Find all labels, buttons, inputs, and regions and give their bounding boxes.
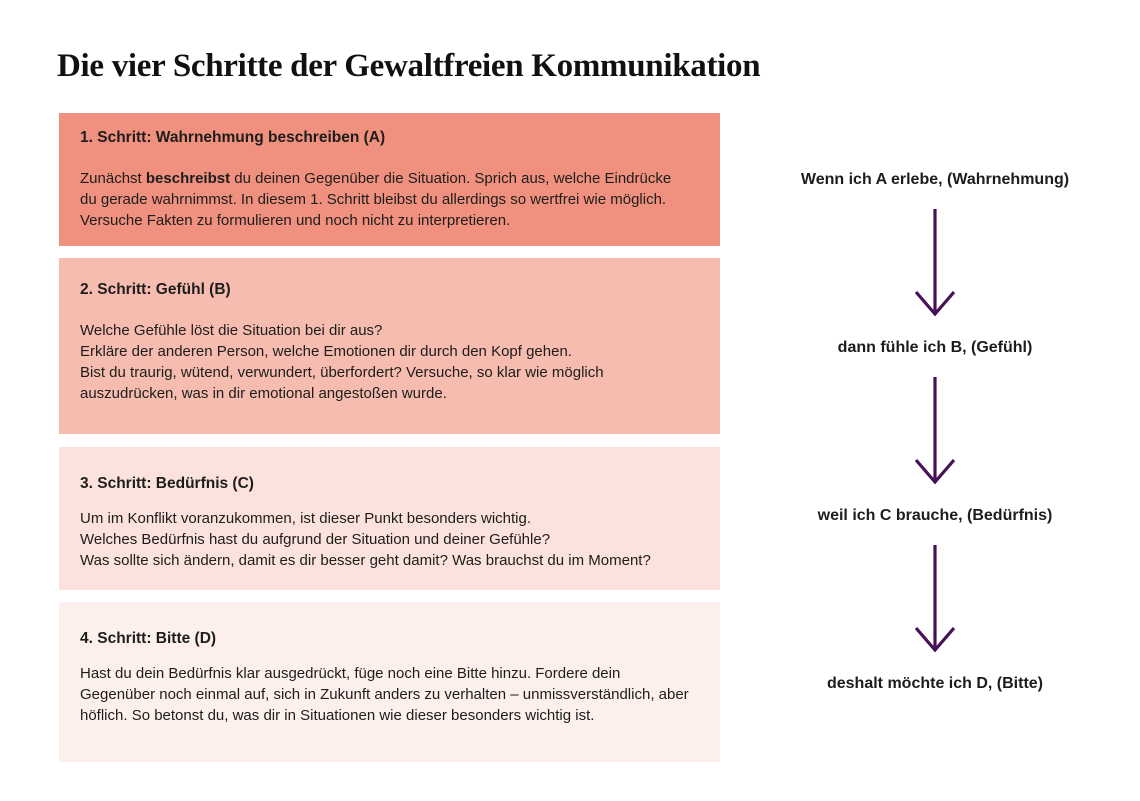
step-paragraph: Bist du traurig, wütend, verwundert, übe…	[80, 364, 604, 402]
step-heading: 4. Schritt: Bitte (D)	[80, 630, 217, 647]
step-paragraph: Welches Bedürfnis hast du aufgrund der S…	[80, 531, 551, 548]
step-box-2: 2. Schritt: Gefühl (B) Welche Gefühle lö…	[59, 258, 720, 434]
step-heading: 2. Schritt: Gefühl (B)	[80, 281, 231, 298]
step-paragraph: Was sollte sich ändern, damit es dir bes…	[80, 552, 651, 569]
step-box-1: 1. Schritt: Wahrnehmung beschreiben (A) …	[59, 113, 720, 246]
step-box-4: 4. Schritt: Bitte (D) Hast du dein Bedür…	[59, 602, 720, 762]
step-paragraph: Welche Gefühle löst die Situation bei di…	[80, 322, 383, 339]
step-paragraph: Zunächst beschreibst du deinen Gegenüber…	[80, 170, 672, 229]
down-arrow-icon	[914, 209, 956, 316]
step-paragraph: Um im Konflikt voranzukommen, ist dieser…	[80, 510, 532, 527]
down-arrow-icon	[914, 545, 956, 652]
step-heading: 1. Schritt: Wahrnehmung beschreiben (A)	[80, 129, 386, 146]
flow-label-2: dann fühle ich B, (Gefühl)	[837, 339, 1033, 356]
step-paragraph: Hast du dein Bedürfnis klar ausgedrückt,…	[80, 665, 689, 724]
step-body: Hast du dein Bedürfnis klar ausgedrückt,…	[80, 663, 690, 726]
flow-label-4: deshalt möchte ich D, (Bitte)	[826, 675, 1044, 692]
page-title: Die vier Schritte der Gewaltfreien Kommu…	[57, 48, 761, 84]
step-heading: 3. Schritt: Bedürfnis (C)	[80, 475, 254, 492]
flow-column: Wenn ich A erlebe, (Wahrnehmung) dann fü…	[775, 170, 1095, 694]
flow-label-1: Wenn ich A erlebe, (Wahrnehmung)	[800, 171, 1070, 188]
step-paragraph: Erkläre der anderen Person, welche Emoti…	[80, 343, 572, 360]
down-arrow-icon	[914, 377, 956, 484]
step-body: Um im Konflikt voranzukommen, ist dieser…	[80, 508, 690, 571]
steps-column: 1. Schritt: Wahrnehmung beschreiben (A) …	[59, 113, 720, 762]
step-body: Zunächst beschreibst du deinen Gegenüber…	[80, 168, 690, 231]
step-body: Welche Gefühle löst die Situation bei di…	[80, 320, 690, 404]
flow-label-3: weil ich C brauche, (Bedürfnis)	[817, 507, 1053, 524]
step-box-3: 3. Schritt: Bedürfnis (C) Um im Konflikt…	[59, 447, 720, 590]
